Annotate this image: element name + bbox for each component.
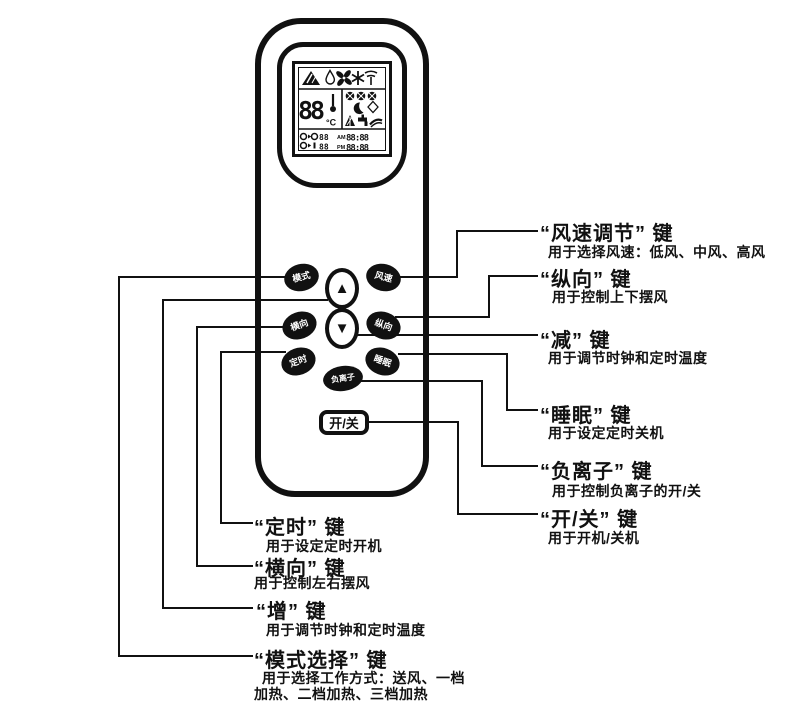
connector-plus [162,299,328,301]
wind-icon [369,118,383,128]
connector-sleep [506,409,538,411]
am-time: 88:88 [346,134,369,144]
label-mode-desc: 用于选择工作方式：送风、一档 [262,670,465,686]
timer-on-digits: 88 [319,133,329,142]
thermometer-icon [330,94,336,112]
connector-power [457,421,459,515]
label-minus-desc: 用于调节时钟和定时温度 [548,350,708,366]
power-button[interactable]: 开/关 [319,410,369,435]
connector-plus [162,299,164,609]
snowflake-icon [351,71,365,85]
label-plus-title: “增” 键 [256,601,327,623]
label-timer-desc: 用于设定定时开机 [266,538,382,554]
label-anion-title: “负离子” 键 [540,461,653,483]
fan-speed-icons [345,91,377,101]
connector-fan-speed [456,230,538,232]
lcd-dividers [299,88,385,130]
connector-mode [118,276,120,657]
signal-icon [364,70,378,85]
connector-anion [481,465,538,467]
connector-timer [220,351,286,353]
connector-power [457,513,538,515]
faucet-icon [358,114,368,126]
timer-off-digits: 88 [319,143,329,152]
connector-timer [220,351,222,524]
fan-icon [336,70,352,86]
pm-label: PM [337,145,346,151]
connector-fan-speed [456,230,458,278]
connector-vertical-swing [395,316,490,318]
label-mode-desc-line2: 加热、二档加热、三档加热 [254,686,428,702]
connector-anion [360,380,483,382]
timer-off-icon [299,141,316,150]
label-fan-speed-desc: 用于选择风速：低风、中风、高风 [548,244,766,260]
pm-time: 88:88 [346,144,369,154]
label-vertical-swing-title: “纵向” 键 [540,269,632,291]
connector-horizontal-swing [196,326,198,567]
connector-horizontal-swing [196,326,285,328]
label-anion-desc: 用于控制负离子的开/关 [552,483,702,499]
connector-plus [162,607,253,609]
up-button[interactable]: ▲ [325,268,359,309]
label-sleep-desc: 用于设定定时关机 [548,425,664,441]
down-button[interactable]: ▼ [325,308,359,349]
label-power-title: “开/关” 键 [540,509,639,531]
spray-icon [345,115,355,126]
water-drop-icon [325,69,336,85]
connector-power [366,421,459,423]
connector-sleep [398,353,508,355]
label-minus-title: “减” 键 [540,330,611,352]
connector-mode [118,655,253,657]
water-drop-outline-icon [367,100,379,114]
lcd-temp-unit: °C [326,118,337,128]
label-power-desc: 用于开机/关机 [548,530,640,546]
connector-minus [356,334,538,336]
label-vertical-swing-desc: 用于控制上下摆风 [552,289,668,305]
connector-vertical-swing [488,275,538,277]
label-horizontal-swing-title: “横向” 键 [254,558,346,580]
connector-vertical-swing [488,275,490,318]
label-sleep-title: “睡眠” 键 [540,405,632,427]
label-mode-title: “模式选择” 键 [254,650,388,672]
connector-sleep [506,353,508,411]
connector-horizontal-swing [196,565,253,567]
timer-on-icon [299,132,319,141]
lcd-inner-border [298,67,386,151]
label-horizontal-swing-desc: 用于控制左右摆风 [254,575,370,591]
lcd-temperature: 88 [298,96,324,125]
label-fan-speed-title: “风速调节” 键 [540,223,674,245]
warning-triangle-icon [302,71,320,85]
lcd-screen: 88 °C [292,61,392,157]
am-label: AM [337,135,346,141]
connector-timer [220,522,253,524]
label-timer-title: “定时” 键 [254,517,346,539]
moon-icon [353,102,364,115]
connector-mode [118,276,287,278]
connector-anion [481,380,483,467]
label-plus-desc: 用于调节时钟和定时温度 [266,622,426,638]
connector-fan-speed [399,276,458,278]
